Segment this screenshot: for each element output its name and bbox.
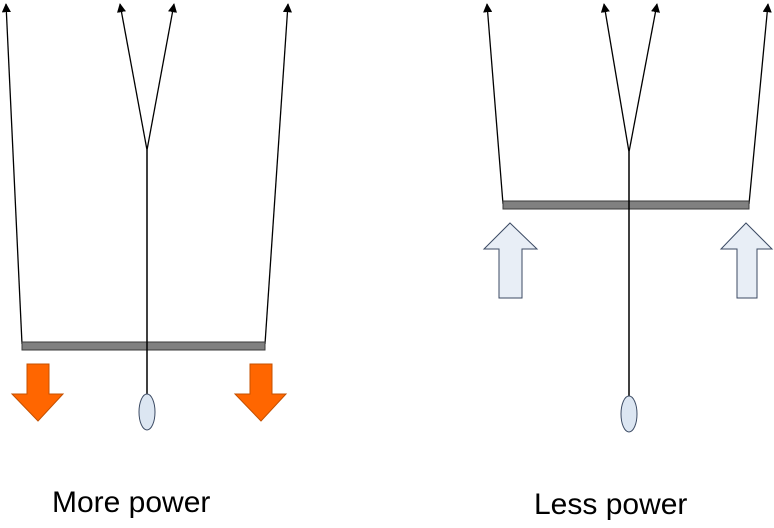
left-inner-string-right [146, 3, 177, 151]
left-down-arrow-2 [233, 363, 288, 422]
left-down-arrow-1 [10, 363, 65, 422]
left-outer-string-right [264, 3, 292, 345]
right-outer-string-left [483, 3, 504, 205]
caption-more-power: More power [52, 486, 211, 519]
right-inner-string-right [628, 3, 660, 153]
left-diagram [1, 3, 292, 431]
left-outer-string-left [1, 3, 23, 345]
right-inner-string-left [600, 3, 630, 153]
left-inner-string-left [117, 3, 148, 151]
right-outer-string-right [748, 3, 772, 205]
right-up-arrow-2 [719, 222, 774, 299]
right-bob [620, 395, 638, 433]
left-bob [138, 393, 156, 431]
right-diagram [482, 3, 774, 433]
left-bar [21, 341, 266, 351]
caption-less-power: Less power [534, 488, 688, 521]
right-bar [502, 200, 750, 210]
right-up-arrow-1 [482, 222, 539, 299]
